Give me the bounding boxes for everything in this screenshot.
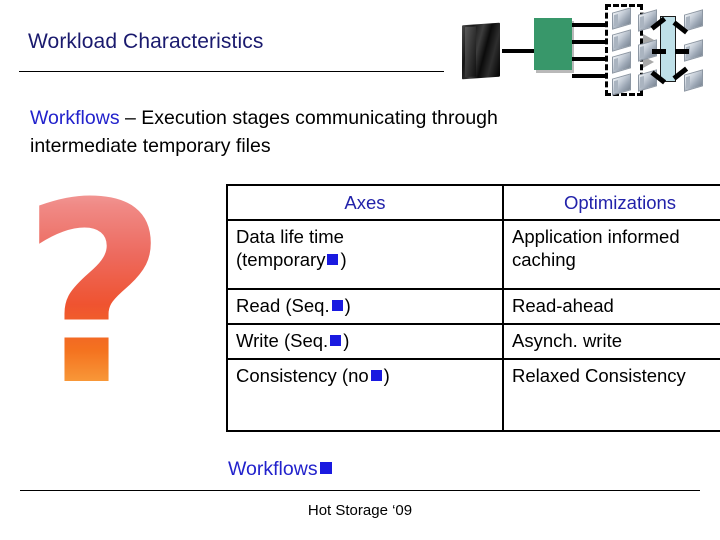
square-marker-icon — [331, 300, 343, 311]
body-rest-text: – Execution stages communicating through… — [30, 107, 498, 157]
axis-tail: ) — [340, 249, 347, 270]
axis-label: Consistency (no — [236, 365, 369, 386]
link-node-out-3 — [572, 57, 606, 61]
table-row: Read (Seq.) Read-ahead — [226, 288, 720, 325]
link-node-out-4 — [572, 74, 606, 78]
characteristics-table: Axes Optimizations Data life time (tempo… — [226, 184, 720, 432]
table-row: Write (Seq.) Asynch. write — [226, 323, 720, 360]
storage-link-arrow — [675, 49, 689, 54]
page-title: Workload Characteristics — [28, 30, 264, 53]
table-row: Data life time (temporary) Application i… — [226, 219, 720, 290]
data-flow-arrow — [643, 56, 654, 68]
link-node-out-1 — [572, 23, 606, 27]
cell-optimization: Asynch. write — [502, 323, 720, 360]
question-mark-glyph: ? — [22, 149, 168, 440]
link-node-out-2 — [572, 40, 606, 44]
link-tower-to-node — [502, 49, 534, 53]
axis-tail: ) — [343, 330, 350, 351]
axis-line-2: (temporary — [236, 249, 326, 270]
title-divider — [19, 71, 444, 72]
compute-node-icon — [684, 9, 703, 32]
body-paragraph: Workflows – Execution stages communicati… — [30, 104, 590, 160]
axis-label: Write (Seq. — [236, 330, 329, 351]
axis-tail: ) — [383, 365, 390, 386]
server-tower-icon — [462, 22, 500, 80]
square-marker-icon — [327, 254, 339, 265]
axis-line-1: Data life time — [236, 226, 344, 247]
column-header-optimizations: Optimizations — [502, 184, 720, 221]
body-keyword: Workflows — [30, 107, 120, 129]
table-header-row: Axes Optimizations — [226, 184, 720, 221]
table-row: Consistency (no) Relaxed Consistency — [226, 358, 720, 432]
compute-node-icon — [684, 69, 703, 92]
cell-optimization: Read-ahead — [502, 288, 720, 325]
green-stage-node — [534, 18, 572, 70]
workflow-network-diagram — [452, 0, 720, 108]
axis-label: Read (Seq. — [236, 295, 330, 316]
cell-optimization: Relaxed Consistency — [502, 358, 720, 432]
cell-axis: Data life time (temporary) — [226, 219, 504, 290]
axis-tail: ) — [344, 295, 351, 316]
column-header-axes: Axes — [226, 184, 504, 221]
cell-axis: Consistency (no) — [226, 358, 504, 432]
square-marker-icon — [370, 370, 382, 381]
cell-axis: Read (Seq.) — [226, 288, 504, 325]
storage-link-arrow — [652, 49, 666, 54]
cell-axis: Write (Seq.) — [226, 323, 504, 360]
cell-optimization: Application informed caching — [502, 219, 720, 290]
bottom-label-text: Workflows — [228, 458, 318, 480]
question-mark-illustration: ? ? — [22, 170, 175, 444]
bottom-workflows-label: Workflows — [228, 458, 334, 481]
footer-conference-label: Hot Storage ‘09 — [307, 502, 413, 519]
square-marker-icon — [319, 462, 332, 474]
data-flow-arrow — [643, 34, 654, 46]
square-marker-icon — [330, 335, 342, 346]
footer-divider — [20, 490, 700, 491]
